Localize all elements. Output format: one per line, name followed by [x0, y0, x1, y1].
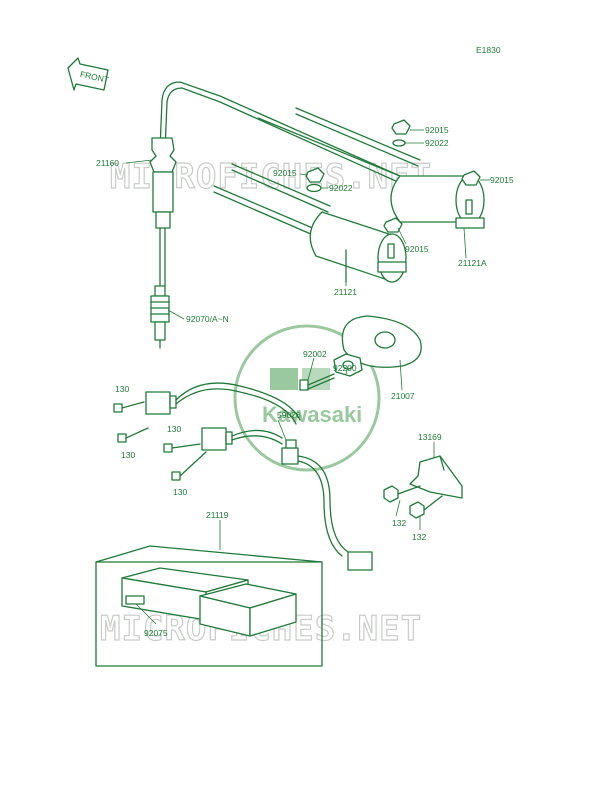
ignitor-box-21119	[95, 545, 323, 667]
label-92200: 92200	[333, 363, 357, 373]
label-92015-a: 92015	[425, 125, 449, 135]
spark-plug-cable	[149, 81, 401, 286]
label-130-c: 130	[167, 424, 181, 434]
label-59026: 59026	[277, 410, 301, 420]
rotor-plate-21007	[341, 315, 422, 368]
svg-text:FRONT: FRONT	[79, 69, 110, 85]
label-92075: 92075	[144, 628, 168, 638]
nut-92015-left	[305, 167, 325, 183]
pickup-coil-upper	[145, 382, 301, 425]
label-21121: 21121	[334, 287, 357, 297]
pickup-coil-lower	[201, 427, 283, 451]
bolt-92002	[299, 373, 335, 391]
washer-92022-left	[306, 183, 322, 193]
label-21121a: 21121A	[458, 258, 487, 268]
bracket-13169	[409, 455, 463, 499]
label-132-b: 132	[412, 532, 426, 542]
label-130-a: 130	[115, 384, 129, 394]
nut-92015-top	[391, 119, 411, 135]
diagram-code: E1830	[476, 45, 501, 55]
screw-130-a	[113, 401, 145, 413]
screw-130-b	[117, 427, 149, 443]
bolt-132-a	[383, 485, 421, 503]
label-21007: 21007	[391, 391, 415, 401]
ignition-coil-21121a	[390, 175, 485, 229]
bolt-132-b	[409, 495, 443, 519]
label-92070: 92070/A~N	[186, 314, 229, 324]
nut-92015-mid	[383, 217, 403, 233]
coil-cables	[213, 107, 421, 239]
label-13169: 13169	[418, 432, 442, 442]
spark-plug	[150, 285, 170, 349]
ignition-coil-21121	[309, 211, 407, 283]
label-21119: 21119	[206, 510, 229, 520]
nut-92200	[333, 353, 363, 377]
label-92022-b: 92022	[329, 183, 353, 193]
label-92015-b: 92015	[490, 175, 514, 185]
leader-lines	[125, 129, 490, 625]
connector-59026	[281, 439, 373, 571]
label-92022-a: 92022	[425, 138, 449, 148]
label-21160: 21160	[96, 158, 119, 168]
screw-130-d	[171, 451, 207, 481]
label-92002: 92002	[303, 349, 327, 359]
label-92015-c: 92015	[273, 168, 297, 178]
washer-92022-top	[392, 139, 406, 147]
front-arrow-icon: FRONT	[67, 57, 110, 91]
label-130-d: 130	[173, 487, 187, 497]
label-132-a: 132	[392, 518, 406, 528]
label-92015-d: 92015	[405, 244, 429, 254]
screw-130-c	[163, 443, 201, 453]
label-130-b: 130	[121, 450, 135, 460]
nut-92015-right	[461, 170, 481, 186]
